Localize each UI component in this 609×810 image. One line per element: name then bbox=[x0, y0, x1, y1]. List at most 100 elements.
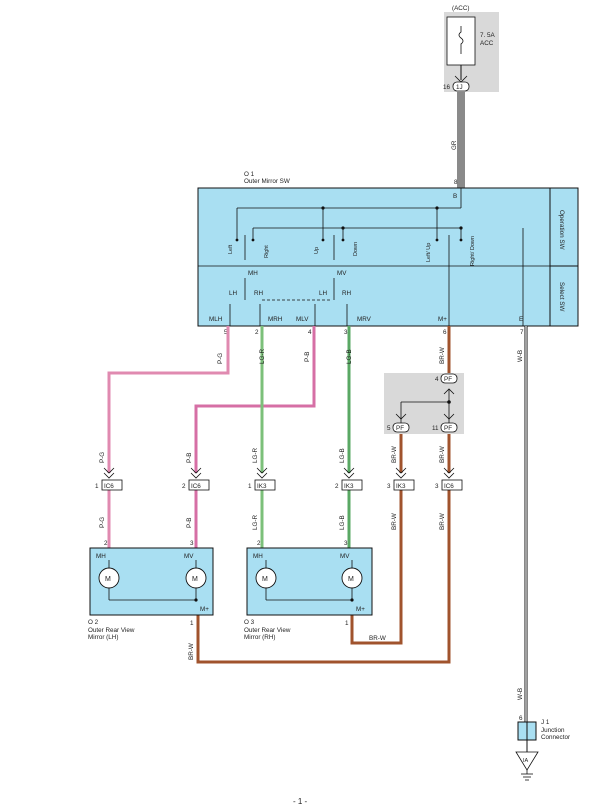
wire-brw-o2 bbox=[196, 485, 451, 664]
wire-label-wb-low: W-B bbox=[517, 688, 524, 700]
j1-name-1: Junction bbox=[541, 727, 565, 734]
select-mv: MV bbox=[337, 270, 347, 277]
svg-text:IK3: IK3 bbox=[396, 483, 406, 490]
junction-pin-11: 11 bbox=[432, 425, 439, 432]
o2-name-2: Mirror (LH) bbox=[88, 634, 118, 641]
o1-code: O 1 bbox=[244, 171, 255, 178]
select-mh: MH bbox=[248, 270, 258, 277]
inline-connector-ik3-3: IK3 3 bbox=[387, 467, 415, 491]
junction-chevron-left bbox=[395, 413, 407, 420]
inline-connector-ic6-2: IC6 2 bbox=[182, 467, 210, 491]
wire-label-pg-low: P-G bbox=[99, 517, 106, 528]
o2-mh: MH bbox=[96, 553, 106, 560]
wire-label-brw-left: BR-W bbox=[391, 446, 398, 463]
select-switch-network bbox=[229, 278, 348, 326]
wire-label-brw-low-right: BR-W bbox=[439, 513, 446, 530]
svg-text:IK3: IK3 bbox=[344, 483, 354, 490]
fuse-connector bbox=[452, 81, 470, 92]
o3-internal bbox=[265, 560, 353, 601]
pin-mlv: 4 bbox=[308, 329, 312, 336]
junction-pin-5: 5 bbox=[387, 425, 391, 432]
svg-text:1: 1 bbox=[95, 483, 99, 490]
j1-code: J 1 bbox=[541, 719, 550, 726]
select-lh: LH bbox=[229, 290, 238, 297]
ground-icon bbox=[515, 751, 539, 771]
wire-label-lgr-low: LG-R bbox=[252, 515, 259, 530]
o1-pin-b: B bbox=[453, 193, 457, 200]
operation-sw-tab bbox=[549, 187, 579, 267]
wire-label-brw: BR-W bbox=[439, 347, 446, 364]
wire-label-brw-right: BR-W bbox=[439, 446, 446, 463]
o2-pin-2: 2 bbox=[104, 540, 108, 547]
o2-pin-3: 3 bbox=[190, 540, 194, 547]
svg-text:1: 1 bbox=[248, 483, 252, 490]
label-left: Left bbox=[228, 244, 234, 254]
fuse-box bbox=[446, 16, 476, 66]
inline-connector-ic6-1: IC6 1 bbox=[95, 467, 123, 491]
o2-node bbox=[194, 598, 198, 602]
wire-label-pb-mid: P-B bbox=[186, 453, 193, 464]
wire-pg bbox=[107, 326, 230, 473]
fuse-connector-id: 1J bbox=[456, 84, 463, 91]
o3-name-1: Outer Rear View bbox=[244, 627, 291, 634]
junction-pf-right-id: PF bbox=[444, 425, 452, 432]
junction-pf-left bbox=[392, 422, 410, 433]
j1-name-2: Connector bbox=[541, 734, 570, 741]
ground-label: IA bbox=[523, 758, 529, 764]
wire-label-lgb-low: LG-B bbox=[339, 515, 346, 530]
o2-pin-1: 1 bbox=[190, 620, 194, 627]
o2-name-1: Outer Rear View bbox=[88, 627, 135, 634]
junction-pin-4: 4 bbox=[435, 376, 439, 383]
wire-gr bbox=[457, 92, 465, 188]
select-sw-tab bbox=[549, 265, 579, 327]
junction-pf-right bbox=[440, 422, 458, 433]
terminal-mlv: MLV bbox=[296, 316, 309, 323]
label-up: Up bbox=[314, 247, 320, 254]
wire-brw-o3 bbox=[350, 485, 403, 645]
fuse-name: ACC bbox=[480, 40, 494, 47]
svg-text:3: 3 bbox=[435, 483, 439, 490]
wire-label-lgb: LG-B bbox=[346, 349, 353, 364]
o3-mplus: M+ bbox=[356, 606, 365, 613]
svg-text:2: 2 bbox=[182, 483, 186, 490]
fuse-rating: 7. 5A bbox=[480, 32, 496, 39]
terminal-mrv: MRV bbox=[357, 316, 372, 323]
j1-pin: 6 bbox=[519, 715, 523, 722]
page-number: - 1 - bbox=[293, 797, 308, 806]
junction-pf-left-id: PF bbox=[396, 425, 404, 432]
select-rh: RH bbox=[254, 290, 264, 297]
pin-e: 7 bbox=[520, 329, 524, 336]
svg-text:2: 2 bbox=[335, 483, 339, 490]
wire-label-pb: P-B bbox=[304, 352, 311, 363]
junction-pf-top bbox=[440, 373, 458, 384]
terminal-mplus: M+ bbox=[438, 316, 447, 323]
o2-mv: MV bbox=[184, 553, 194, 560]
operation-switch-network bbox=[236, 188, 524, 326]
o2-mplus: M+ bbox=[200, 606, 209, 613]
wire-label-pg: P-G bbox=[217, 353, 224, 364]
fuse-icon bbox=[458, 26, 464, 54]
o3-pin-1: 1 bbox=[345, 620, 349, 627]
terminal-e: E bbox=[519, 316, 523, 323]
wire-label-pb-low: P-B bbox=[186, 518, 193, 529]
o3-mv: MV bbox=[340, 553, 350, 560]
inline-connector-ik3-1: IK3 1 bbox=[248, 467, 276, 491]
svg-text:IC6: IC6 bbox=[444, 483, 454, 490]
wire-label-brw-low-left: BR-W bbox=[391, 513, 398, 530]
o2-motor-lh-icon bbox=[98, 567, 120, 589]
wire-label-wb: W-B bbox=[517, 350, 524, 362]
wire-label-lgr-mid: LG-R bbox=[252, 448, 259, 463]
o2-motor-lh: M bbox=[105, 576, 111, 583]
o3-node bbox=[350, 598, 354, 602]
junction-node bbox=[447, 400, 451, 404]
svg-text:IK3: IK3 bbox=[257, 483, 267, 490]
pin-mrv: 3 bbox=[344, 329, 348, 336]
o2-code: O 2 bbox=[88, 619, 99, 626]
fuse-circuit-label: (ACC) bbox=[452, 5, 470, 12]
junction-pf-top-id: PF bbox=[444, 376, 452, 383]
o3-name-2: Mirror (RH) bbox=[244, 634, 275, 641]
wire-label-brw-o3: BR-W bbox=[369, 635, 386, 642]
svg-text:3: 3 bbox=[387, 483, 391, 490]
wire-label-lgr: LG-R bbox=[259, 349, 266, 364]
